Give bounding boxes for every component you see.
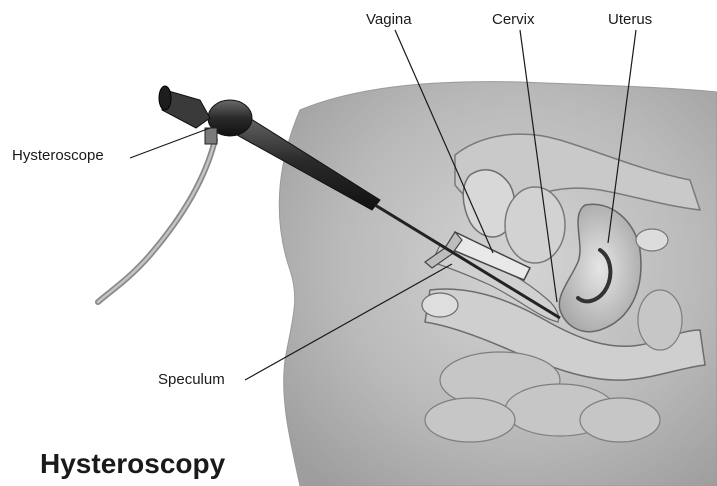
hysteroscope-port [205,128,217,144]
ovary [636,229,668,251]
leader-line-hysteroscope [130,128,210,158]
label-speculum: Speculum [158,372,225,387]
anal-canal [422,293,458,317]
label-vagina: Vagina [366,12,412,27]
label-uterus: Uterus [608,12,652,27]
label-hysteroscope: Hysteroscope [12,148,104,163]
label-cervix: Cervix [492,12,535,27]
eyepiece-lens [159,86,171,110]
diagram-title: Hysteroscopy [40,450,225,478]
hysteroscope-cable [98,140,215,302]
bladder [505,187,565,263]
